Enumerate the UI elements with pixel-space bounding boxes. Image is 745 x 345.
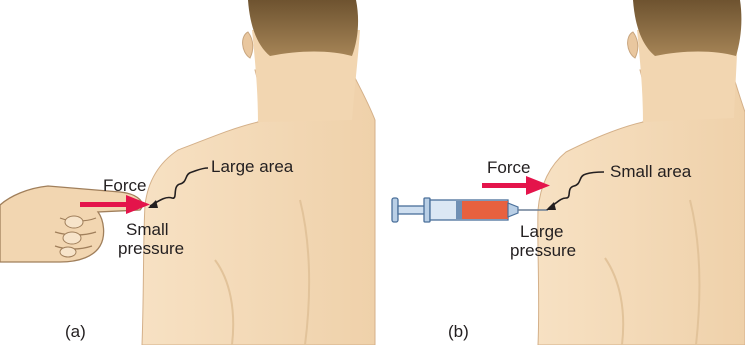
area-label-a: Large area xyxy=(211,157,293,176)
force-label-b: Force xyxy=(487,158,530,177)
hair-a xyxy=(248,0,358,56)
pressure-label-a: Small pressure xyxy=(118,220,208,258)
pressure-label-a-line2: pressure xyxy=(118,239,208,258)
panel-label-b: (b) xyxy=(448,322,469,341)
force-arrow-b xyxy=(482,176,550,195)
pressure-label-b-line2: pressure xyxy=(510,241,600,260)
panel-label-a: (a) xyxy=(65,322,86,341)
ear-b xyxy=(628,32,638,58)
syringe-icon xyxy=(392,198,548,222)
ear-a xyxy=(243,32,253,58)
hair-b xyxy=(633,0,741,56)
pressure-label-a-line1: Small xyxy=(118,220,208,239)
area-label-b: Small area xyxy=(610,162,691,181)
panel-b xyxy=(392,0,745,345)
panel-a xyxy=(0,0,375,345)
force-label-a: Force xyxy=(103,176,146,195)
pressure-label-b: Large pressure xyxy=(510,222,600,260)
pressure-label-b-line1: Large xyxy=(510,222,600,241)
